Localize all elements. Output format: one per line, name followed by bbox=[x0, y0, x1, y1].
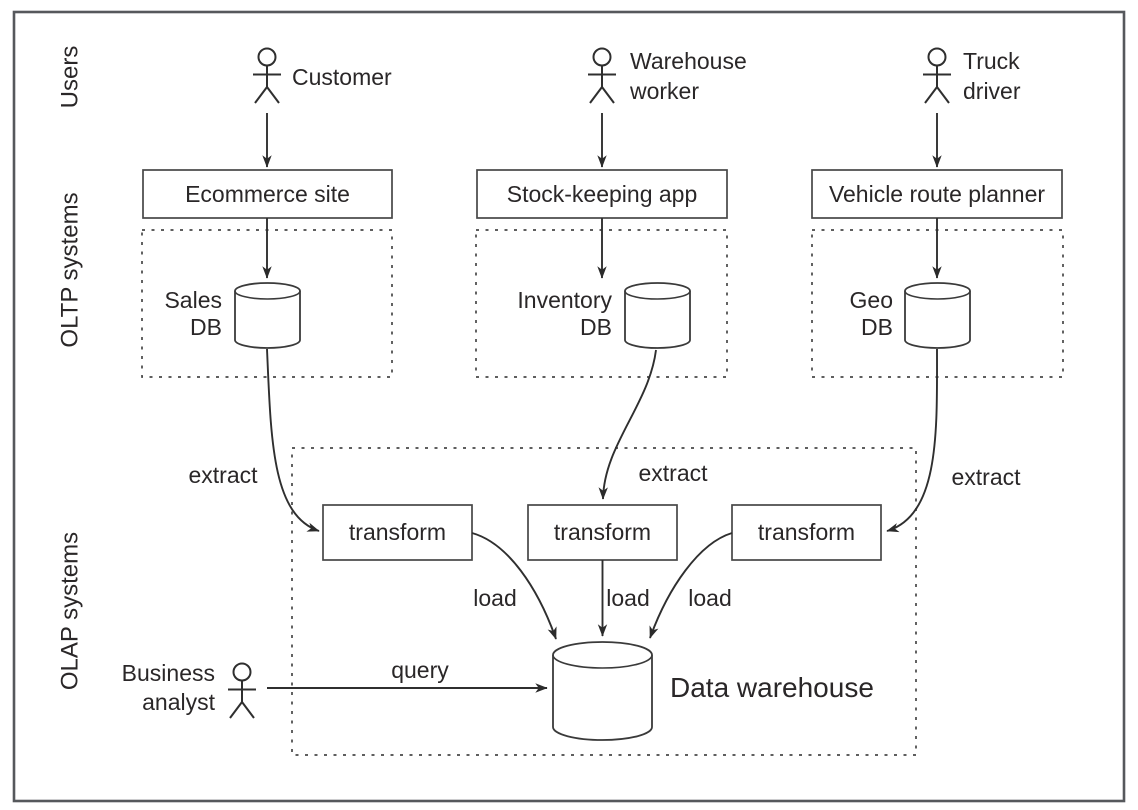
database-cylinder-icon bbox=[552, 641, 653, 741]
cylinder-rim bbox=[624, 290, 691, 300]
data-warehouse-label: Data warehouse bbox=[670, 672, 874, 703]
load-label-middle: load bbox=[606, 585, 649, 611]
arrow-extract-inventory bbox=[598, 349, 657, 500]
geo-db-label-line1: Geo bbox=[850, 287, 893, 313]
business-analyst-label-line2: analyst bbox=[142, 689, 215, 715]
transform-node-right: transform bbox=[731, 504, 882, 561]
sales-db-label-line1: Sales bbox=[164, 287, 222, 313]
inventory-db-label-line2: DB bbox=[580, 314, 612, 340]
person-icon bbox=[252, 47, 282, 104]
warehouse-worker-label-line1: Warehouse bbox=[630, 48, 747, 74]
geo-db-label-line2: DB bbox=[861, 314, 893, 340]
customer-actor: Customer bbox=[252, 47, 392, 104]
database-cylinder-icon bbox=[234, 282, 301, 349]
sales-db-node: Sales DB bbox=[164, 282, 301, 349]
stock-keeping-label: Stock-keeping app bbox=[507, 181, 698, 207]
stock-keeping-app-node: Stock-keeping app bbox=[476, 169, 728, 219]
lane-label-oltp-systems: OLTP systems bbox=[57, 192, 84, 347]
sales-db-label-line2: DB bbox=[190, 314, 222, 340]
load-label-right: load bbox=[688, 585, 731, 611]
vehicle-route-planner-node: Vehicle route planner bbox=[811, 169, 1063, 219]
geo-db-node: Geo DB bbox=[850, 282, 971, 349]
ecommerce-label: Ecommerce site bbox=[185, 181, 350, 207]
stock-keeping-box bbox=[476, 169, 728, 219]
data-warehouse-node: Data warehouse bbox=[552, 641, 874, 741]
extract-label-right: extract bbox=[951, 464, 1021, 490]
business-analyst-actor: Business analyst bbox=[122, 660, 257, 719]
load-label-left: load bbox=[473, 585, 516, 611]
extract-label-left: extract bbox=[188, 462, 258, 488]
arrow-extract-sales bbox=[266, 348, 320, 532]
lane-label-users: Users bbox=[57, 46, 84, 109]
database-cylinder-icon bbox=[624, 282, 691, 349]
diagram-border bbox=[12, 10, 1126, 803]
truck-driver-label-line2: driver bbox=[963, 78, 1021, 104]
arrow-load-left bbox=[471, 532, 557, 640]
truck-driver-label-line1: Truck bbox=[963, 48, 1020, 74]
transform-box bbox=[322, 504, 473, 561]
transform-box bbox=[527, 504, 678, 561]
transform-box bbox=[731, 504, 882, 561]
arrow-load-right bbox=[649, 532, 733, 639]
inventory-db-node: Inventory DB bbox=[517, 282, 691, 349]
extract-label-middle: extract bbox=[638, 460, 708, 486]
query-label: query bbox=[391, 657, 449, 683]
ecommerce-box bbox=[142, 169, 393, 219]
transform-label: transform bbox=[554, 519, 651, 545]
warehouse-worker-actor: Warehouse worker bbox=[587, 47, 747, 104]
arrow-extract-geo bbox=[886, 348, 938, 533]
truck-driver-actor: Truck driver bbox=[922, 47, 1021, 104]
inventory-db-label-line1: Inventory bbox=[517, 287, 612, 313]
business-analyst-label-line1: Business bbox=[122, 660, 215, 686]
transform-label: transform bbox=[758, 519, 855, 545]
route-planner-label: Vehicle route planner bbox=[829, 181, 1045, 207]
person-icon bbox=[922, 47, 952, 104]
transform-label: transform bbox=[349, 519, 446, 545]
person-icon bbox=[227, 662, 257, 719]
cylinder-rim bbox=[552, 654, 653, 669]
cylinder-rim bbox=[234, 290, 301, 300]
ecommerce-site-node: Ecommerce site bbox=[142, 169, 393, 219]
transform-node-middle: transform bbox=[527, 504, 678, 561]
database-cylinder-icon bbox=[904, 282, 971, 349]
warehouse-worker-label-line2: worker bbox=[629, 78, 699, 104]
person-icon bbox=[587, 47, 617, 104]
route-planner-box bbox=[811, 169, 1063, 219]
lane-label-olap-systems: OLAP systems bbox=[57, 532, 84, 690]
customer-label: Customer bbox=[292, 64, 392, 90]
cylinder-rim bbox=[904, 290, 971, 300]
transform-node-left: transform bbox=[322, 504, 473, 561]
